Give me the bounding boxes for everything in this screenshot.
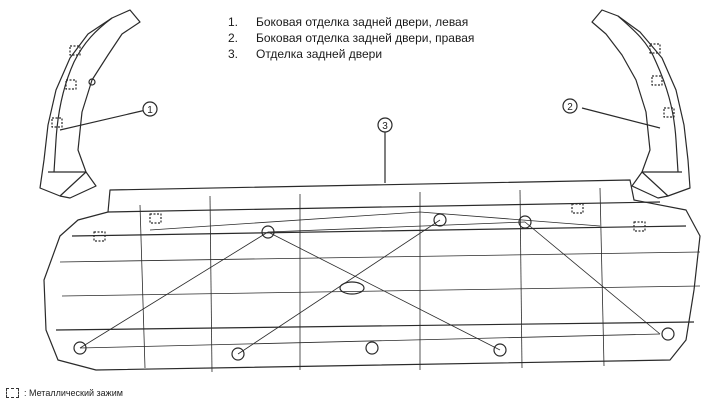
metal-clip-icon [6, 388, 19, 398]
legend-item: 2. Боковая отделка задней двери, правая [228, 30, 474, 46]
callout-1: 1 [142, 101, 158, 117]
right-side-trim [581, 9, 691, 199]
left-side-trim [39, 9, 147, 199]
legend-item: 3. Отделка задней двери [228, 46, 474, 62]
legend-number: 1. [228, 15, 239, 29]
legend-text: Боковая отделка задней двери, правая [256, 31, 475, 45]
legend-number: 3. [228, 47, 239, 61]
svg-text:3: 3 [382, 121, 388, 132]
back-door-trim-panel [43, 130, 701, 373]
callout-3: 3 [377, 117, 393, 133]
metal-clip-label: : Металлический зажим [24, 388, 123, 398]
parts-legend: 1. Боковая отделка задней двери, левая 2… [228, 14, 474, 62]
legend-item: 1. Боковая отделка задней двери, левая [228, 14, 474, 30]
svg-text:2: 2 [567, 102, 573, 113]
callout-2: 2 [562, 98, 578, 114]
metal-clip-note: : Металлический зажим [6, 388, 123, 398]
legend-text: Боковая отделка задней двери, левая [256, 15, 469, 29]
legend-number: 2. [228, 31, 239, 45]
legend-text: Отделка задней двери [256, 47, 383, 61]
svg-text:1: 1 [147, 105, 153, 116]
